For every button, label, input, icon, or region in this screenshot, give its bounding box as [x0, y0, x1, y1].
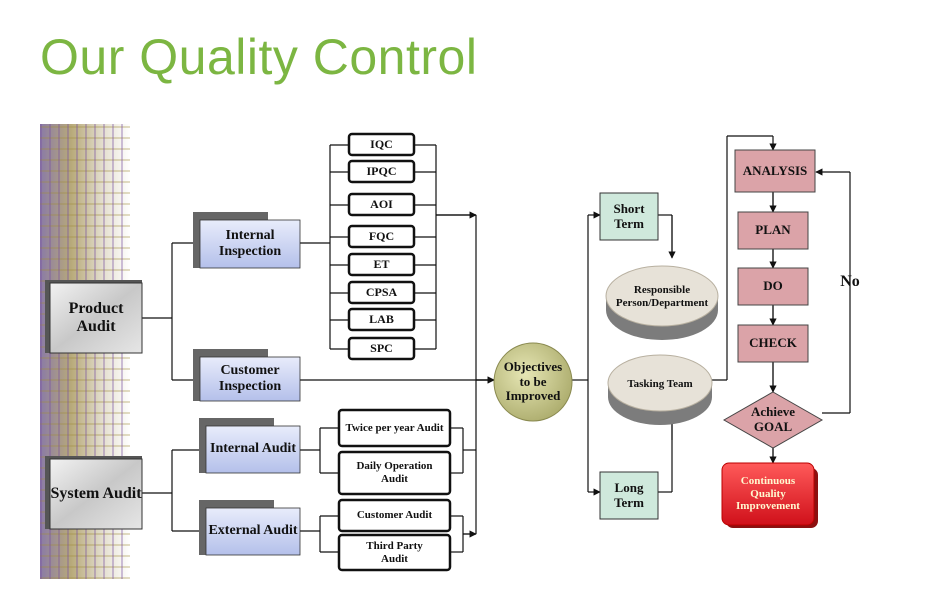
page-title: Our Quality Control — [40, 29, 478, 85]
plan-label: PLAN — [755, 222, 791, 238]
tasking-team-label: Tasking Team — [627, 377, 693, 390]
do-box — [737, 267, 809, 306]
short-term-box — [599, 192, 659, 241]
system-audit-box — [49, 458, 143, 530]
check-box — [737, 324, 809, 363]
responsible-label: Responsible Person/Department — [615, 284, 709, 309]
customer-audit-label: Customer Audit — [356, 509, 433, 522]
internal-audit-box — [205, 425, 301, 474]
check-label: CHECK — [749, 335, 797, 351]
result-label: Continuous Quality Improvement — [736, 475, 800, 513]
system-audit-label: System Audit — [50, 484, 142, 502]
check-fqc: FQC — [368, 228, 395, 243]
analysis-label: ANALYSIS — [742, 162, 808, 178]
check-aoi: AOI — [370, 196, 393, 211]
tasking-disk — [607, 354, 713, 425]
plan-box — [737, 211, 809, 250]
result-box — [721, 462, 815, 526]
twice-per-year-audit-label: Twice per year Audit — [345, 421, 444, 434]
internal-inspection-box — [199, 219, 301, 269]
check-ipqc: IPQC — [366, 163, 397, 178]
external-audit-box — [205, 507, 301, 556]
long-term-label: Long Term — [614, 479, 644, 510]
internal-audit-label: Internal Audit — [210, 441, 296, 457]
analysis-box — [734, 149, 816, 193]
customer-inspection-box — [199, 356, 301, 402]
no-label: No — [840, 272, 860, 290]
check-et: ET — [373, 256, 390, 271]
objectives-label: Objectives to be Improved — [503, 358, 563, 404]
product-audit-box — [49, 282, 143, 354]
short-term-label: Short Term — [613, 200, 645, 231]
external-audit-label: External Audit — [208, 523, 298, 539]
goal-label: Achieve GOAL — [750, 404, 796, 434]
third-party-audit-label: Third Party Audit — [366, 539, 423, 565]
goal-diamond — [722, 391, 824, 449]
check-iqc: IQC — [370, 136, 393, 151]
internal-inspection-label: Internal Inspection — [218, 227, 282, 259]
do-label: DO — [763, 278, 783, 294]
customer-inspection-label: Customer Inspection — [218, 362, 282, 394]
product-audit-label: Product Audit — [68, 299, 124, 335]
check-spc: SPC — [370, 340, 393, 355]
check-lab: LAB — [369, 311, 394, 326]
long-term-box — [599, 471, 659, 520]
daily-operation-audit-label: Daily Operation Audit — [356, 460, 433, 485]
objectives-circle — [493, 342, 573, 422]
check-cpsa: CPSA — [365, 284, 398, 299]
responsible-disk — [605, 265, 719, 340]
